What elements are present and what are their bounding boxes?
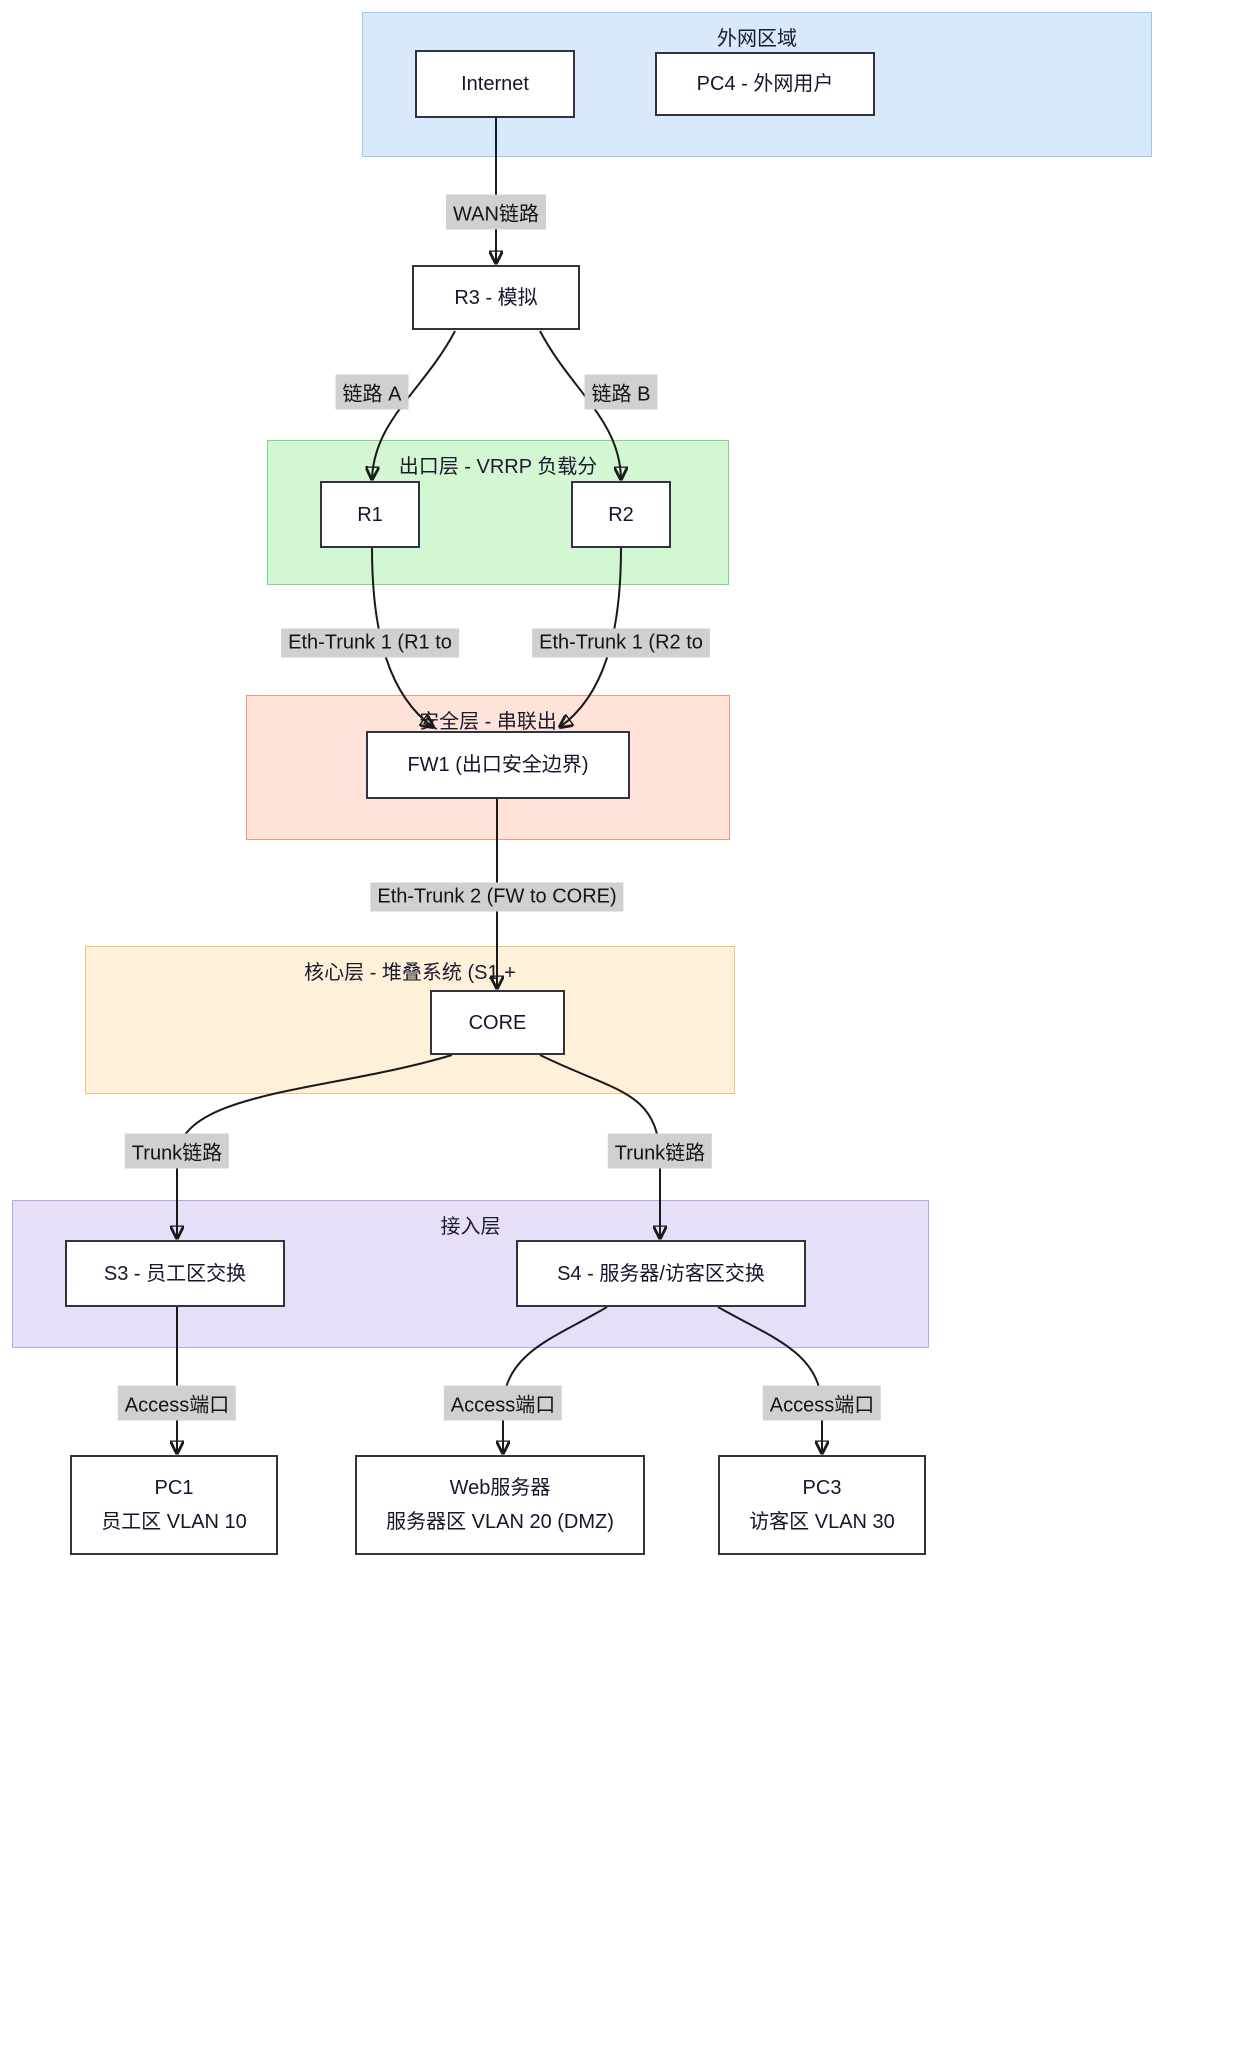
edge-label-link-a: 链路 A [335, 374, 409, 410]
node-r3: R3 - 模拟 [412, 265, 580, 330]
node-r2: R2 [571, 481, 671, 548]
node-pc3-line2: 访客区 VLAN 30 [749, 1511, 895, 1533]
node-pc4-label: PC4 - 外网用户 [696, 73, 834, 95]
node-pc4: PC4 - 外网用户 [655, 52, 875, 116]
node-web-server-line1: Web服务器 [449, 1477, 551, 1499]
node-s3: S3 - 员工区交换 [65, 1240, 285, 1307]
node-internet-label: Internet [461, 73, 529, 95]
edge-label-trunk-left: Trunk链路 [124, 1133, 230, 1169]
node-fw1: FW1 (出口安全边界) [366, 731, 630, 799]
node-core-label: CORE [468, 1011, 527, 1034]
node-r3-label: R3 - 模拟 [454, 286, 538, 309]
edge-label-access-middle: Access端口 [443, 1385, 563, 1421]
node-pc3: PC3 访客区 VLAN 30 [718, 1455, 926, 1555]
zone-access-title: 接入层 [440, 1216, 501, 1238]
node-r2-label: R2 [608, 503, 634, 526]
edge-label-link-b: 链路 B [584, 374, 658, 410]
node-s4-label: S4 - 服务器/访客区交换 [557, 1262, 765, 1285]
node-web-server-line2: 服务器区 VLAN 20 (DMZ) [386, 1511, 614, 1533]
zone-exit-title: 出口层 - VRRP 负载分 [398, 456, 598, 478]
node-r1-label: R1 [357, 503, 383, 526]
edge-label-trunk-right: Trunk链路 [607, 1133, 713, 1169]
node-r1: R1 [320, 481, 420, 548]
node-s3-label: S3 - 员工区交换 [103, 1262, 247, 1285]
edge-label-access-right: Access端口 [762, 1385, 882, 1421]
edge-label-access-left: Access端口 [117, 1385, 237, 1421]
node-core: CORE [430, 990, 565, 1055]
node-pc3-line1: PC3 [802, 1477, 842, 1499]
node-web-server: Web服务器 服务器区 VLAN 20 (DMZ) [355, 1455, 645, 1555]
node-pc1-line1: PC1 [154, 1477, 194, 1499]
edge-label-eth-trunk2: Eth-Trunk 2 (FW to CORE) [370, 882, 624, 912]
zone-core-layer: 核心层 - 堆叠系统 (S1 + [85, 946, 735, 1094]
node-s4: S4 - 服务器/访客区交换 [516, 1240, 806, 1307]
node-pc1-line2: 员工区 VLAN 10 [101, 1511, 247, 1533]
zone-external-title: 外网区域 [717, 28, 797, 50]
node-pc1: PC1 员工区 VLAN 10 [70, 1455, 278, 1555]
zone-security-title: 安全层 - 串联出 [419, 711, 557, 733]
edge-label-wan-link: WAN链路 [446, 194, 546, 230]
edge-label-eth-trunk1-r1: Eth-Trunk 1 (R1 to [281, 628, 459, 658]
node-fw1-label: FW1 (出口安全边界) [407, 754, 589, 776]
edge-label-eth-trunk1-r2: Eth-Trunk 1 (R2 to [532, 628, 710, 658]
zone-core-title: 核心层 - 堆叠系统 (S1 + [304, 962, 516, 984]
node-internet: Internet [415, 50, 575, 118]
